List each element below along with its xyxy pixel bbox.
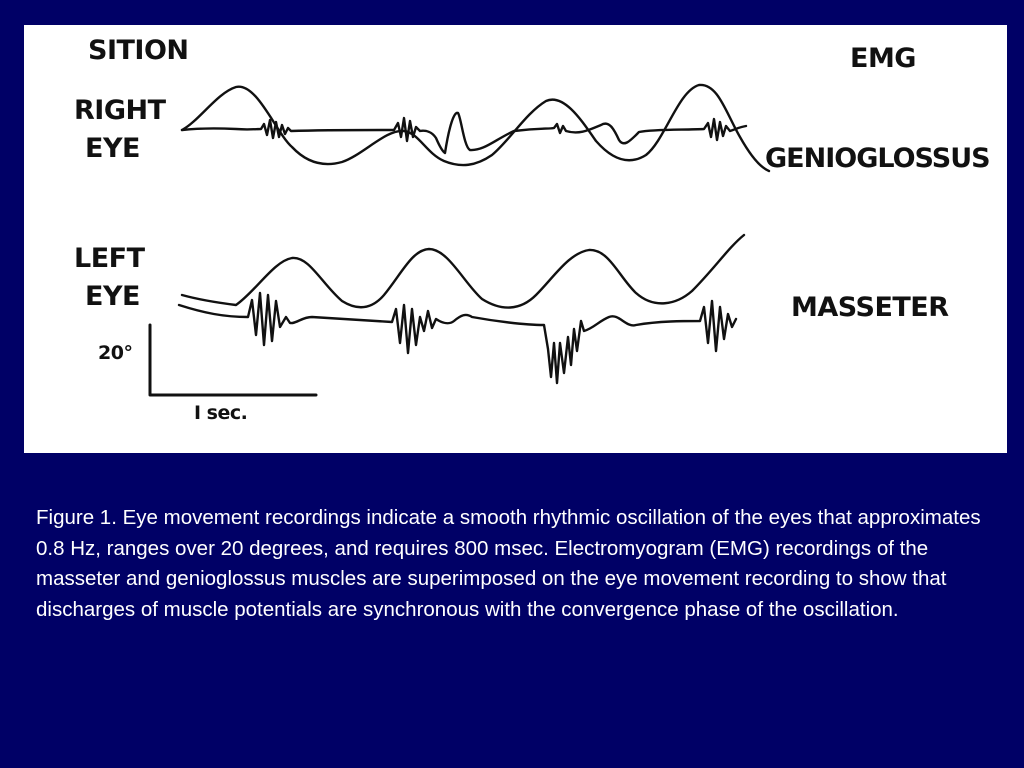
genioglossus-label: GENIOGLOSSUS [765,143,991,174]
calibration-bars [148,323,318,397]
emg-label: EMG [850,43,916,74]
position-label: SITION [88,35,189,66]
right-eye-label-line2: EYE [85,133,140,164]
left-eye-trace [180,233,746,309]
masseter-emg-trace [177,291,738,385]
masseter-label: MASSETER [791,292,949,323]
right-eye-trace [180,83,771,173]
scale-time-label: I sec. [194,402,248,424]
eye-movement-figure: SITION EMG RIGHT EYE GENIOGLOSSUS LEFT E… [24,25,1007,453]
left-eye-label-line2: EYE [85,281,140,312]
figure-caption: Figure 1. Eye movement recordings indica… [36,506,981,621]
recording-traces [148,83,771,397]
left-eye-label-line1: LEFT [74,243,145,274]
right-eye-label-line1: RIGHT [74,95,166,126]
genioglossus-emg-trace [180,111,748,155]
scale-degrees-label: 20° [98,342,133,364]
